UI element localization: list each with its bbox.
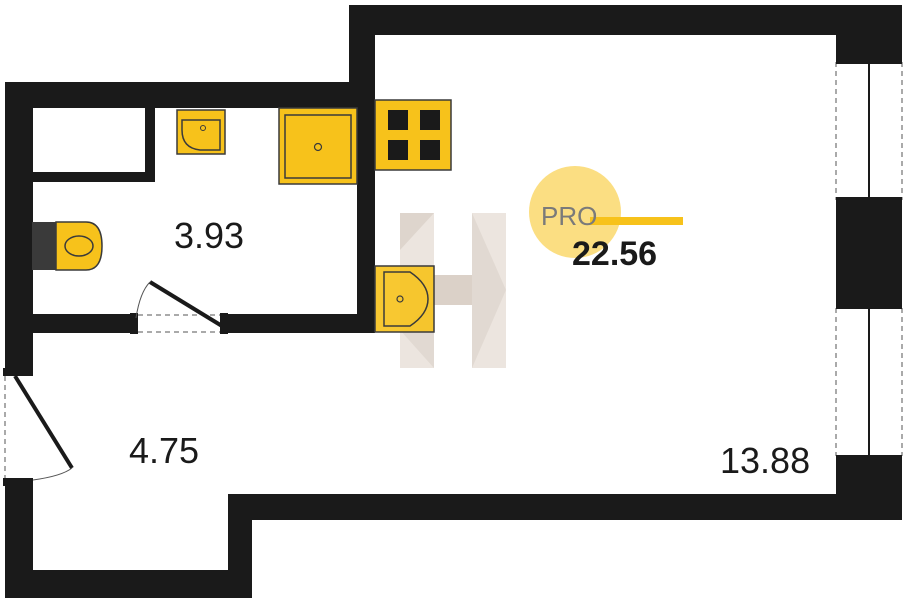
area-label-total: 22.56 — [572, 235, 657, 273]
bathroom-sink — [176, 109, 226, 155]
pro-badge-text: PRO — [541, 201, 597, 231]
pro-badge-circle — [529, 166, 621, 258]
watermark-logo — [400, 213, 506, 368]
door-jamb-right — [220, 313, 228, 334]
window-lower — [835, 301, 903, 463]
shower-tray — [278, 107, 358, 185]
wall-bottom-right — [228, 494, 902, 520]
wall-partition — [357, 100, 375, 333]
wall-left-lower — [5, 482, 33, 598]
wall-bathroom-top — [5, 82, 375, 108]
toilet — [32, 221, 103, 271]
pro-badge-bar — [590, 217, 683, 225]
bathroom-door — [135, 280, 224, 333]
area-label-living-room: 13.88 — [720, 440, 810, 481]
stove-cooktop — [374, 99, 452, 171]
wall-right-top — [836, 5, 902, 58]
wall-niche-side — [145, 100, 155, 182]
wall-right-middle — [836, 203, 902, 303]
wall-niche-bottom — [28, 172, 155, 182]
kitchen-sink — [374, 265, 435, 333]
area-label-hallway: 4.75 — [129, 430, 199, 471]
entrance-door — [3, 368, 74, 486]
area-label-bathroom: 3.93 — [174, 215, 244, 256]
wall-top — [349, 5, 902, 35]
windows — [835, 56, 903, 463]
walls — [5, 5, 902, 598]
wall-partition-top — [349, 5, 375, 108]
door-jamb-left — [130, 313, 138, 334]
window-upper — [835, 56, 903, 205]
door-opening-bathroom — [135, 313, 225, 334]
wall-bottom-left — [5, 570, 252, 598]
pro-badge: PRO — [529, 166, 683, 258]
